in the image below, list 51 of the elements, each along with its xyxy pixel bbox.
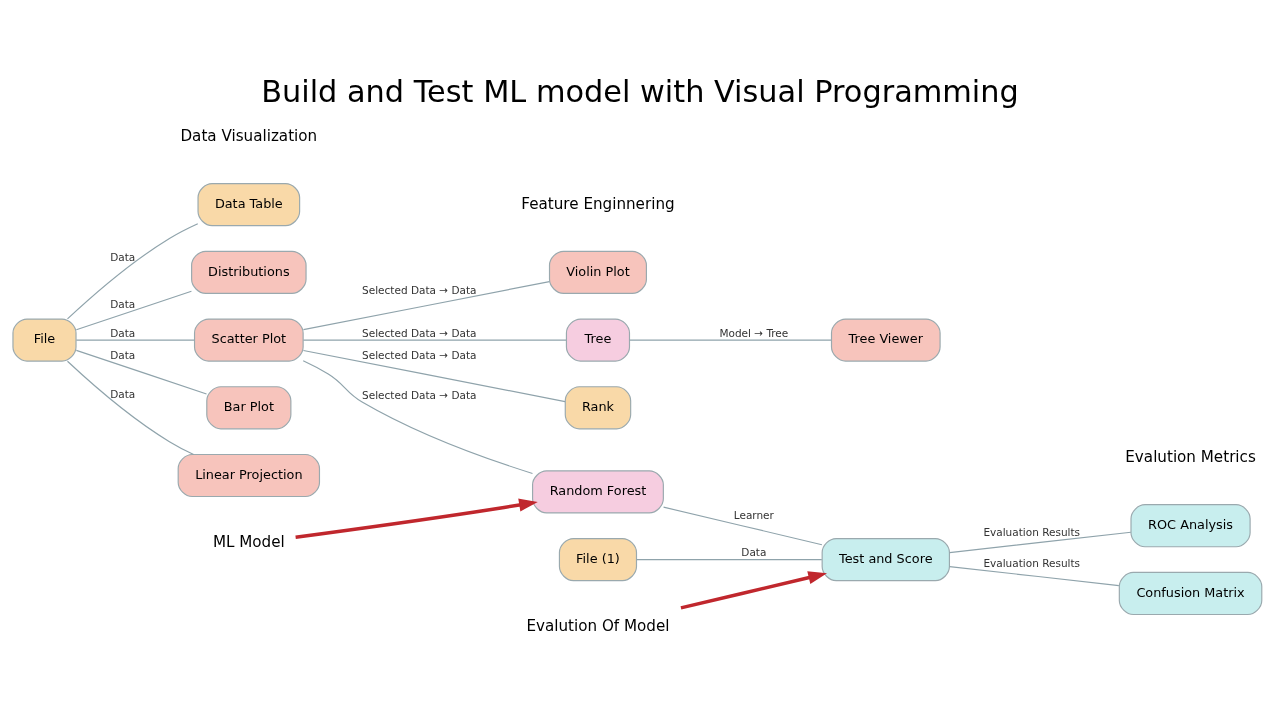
edge-label: Evaluation Results	[983, 556, 1081, 569]
connector	[66, 360, 195, 455]
node-box: Tree	[565, 317, 631, 362]
edge-label: Selected Data → Data	[362, 348, 477, 361]
connector	[66, 222, 199, 319]
connector	[302, 280, 551, 330]
connector	[302, 349, 566, 402]
node-box: File (1)	[558, 537, 638, 581]
label: Evalution Metrics	[1125, 447, 1256, 466]
arrow	[680, 570, 827, 610]
edge-label: Learner	[733, 508, 774, 521]
node-box: Linear Projection	[177, 453, 321, 497]
edge-label: Data	[110, 348, 136, 361]
edge-label: Evaluation Results	[983, 525, 1081, 538]
connector	[75, 349, 208, 395]
node-box: Test and Score	[821, 537, 950, 581]
node-box: Confusion Matrix	[1118, 571, 1263, 615]
connector	[75, 290, 193, 330]
edge-label: Selected Data → Data	[362, 283, 477, 296]
connector	[636, 558, 823, 560]
connector	[629, 339, 832, 341]
connector	[949, 531, 1132, 553]
node-text: ML Model	[212, 532, 285, 551]
label: Data Visualization	[180, 126, 318, 145]
arrow	[295, 497, 538, 539]
node-box: ROC Analysis	[1130, 503, 1251, 547]
node-text: Evalution Of Model	[526, 616, 670, 635]
connector	[75, 339, 195, 341]
node-box: Random Forest	[532, 469, 664, 513]
connector	[302, 339, 567, 341]
edge-label: Selected Data → Data	[362, 388, 477, 401]
edge-label: Data	[110, 326, 136, 339]
edge-label: Model → Tree	[719, 326, 789, 339]
node-box: Bar Plot	[206, 385, 292, 429]
node-box: Scatter Plot	[193, 317, 304, 362]
node-box: Violin Plot	[548, 250, 647, 294]
edge-label: Data	[741, 545, 767, 558]
node-box: Tree Viewer	[830, 317, 941, 362]
label: Feature Enginnering	[521, 194, 675, 213]
connector	[949, 565, 1120, 586]
connector	[662, 506, 823, 545]
node-box: Distributions	[191, 250, 307, 294]
connector	[302, 359, 534, 474]
edge-label: Data	[110, 250, 136, 263]
edge-label: Selected Data → Data	[362, 326, 477, 339]
node-box: Data Table	[197, 182, 301, 226]
edge-label: Data	[110, 297, 136, 310]
node-box: File	[12, 317, 77, 362]
node-box: Rank	[564, 385, 632, 429]
diagram-title: Build and Test ML model with Visual Programming	[261, 73, 1019, 109]
edge-label: Data	[110, 387, 136, 400]
